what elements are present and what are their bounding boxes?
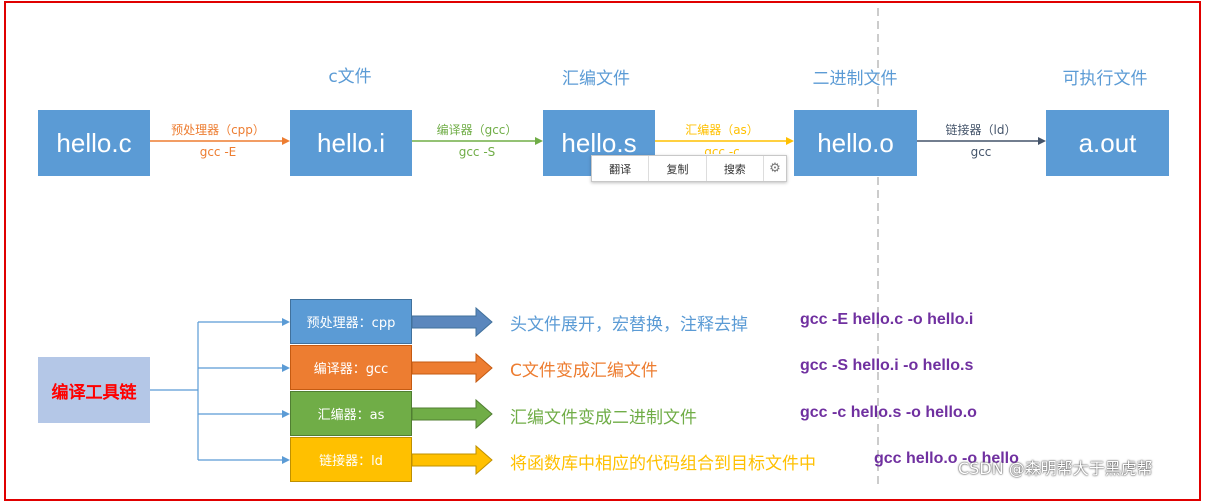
file-box-hello-i: hello.i	[290, 110, 412, 176]
file-box-hello-o: hello.o	[794, 110, 917, 176]
step-tool-ld: 链接器（ld）	[945, 123, 1017, 137]
step-tool-gcc: 编译器（gcc）	[436, 123, 518, 137]
tool-command-gcc: gcc -S hello.i -o hello.s	[800, 357, 974, 374]
tool-box-gcc: 编译器：gcc	[290, 345, 412, 390]
step-tool-as: 汇编器（as）	[685, 123, 759, 137]
copy-button[interactable]: 复制	[649, 156, 707, 181]
search-button[interactable]: 搜索	[707, 156, 764, 181]
watermark: CSDN @森明帮大于黑虎帮	[958, 459, 1153, 478]
file-box-a-out: a.out	[1046, 110, 1169, 176]
tool-command-cpp: gcc -E hello.c -o hello.i	[800, 311, 974, 328]
tool-desc-cpp: 头文件展开，宏替换，注释去掉	[510, 315, 748, 335]
step-cmd-cpp: gcc -E	[199, 145, 237, 159]
tool-desc-as: 汇编文件变成二进制文件	[510, 408, 697, 428]
step-cmd-ld: gcc	[970, 145, 992, 159]
tool-desc-gcc: C文件变成汇编文件	[510, 361, 658, 381]
block-arrow-gcc	[411, 352, 493, 384]
gear-icon[interactable]: ⚙	[769, 161, 781, 176]
file-box-hello-c: hello.c	[38, 110, 150, 176]
tool-box-ld: 链接器：ld	[290, 437, 412, 482]
step-tool-cpp: 预处理器（cpp）	[171, 123, 265, 137]
tool-command-as: gcc -c hello.s -o hello.o	[800, 404, 977, 421]
tool-desc-ld: 将函数库中相应的代码组合到目标文件中	[510, 454, 816, 474]
flow-arrow-3	[655, 137, 794, 145]
bracket-arrowheads	[282, 318, 290, 464]
stage-label-binary-file: 二进制文件	[812, 69, 898, 89]
stage-label-assembly-file: 汇编文件	[562, 69, 630, 89]
flow-arrow-4	[917, 137, 1046, 145]
toolchain-bracket	[150, 321, 284, 461]
toolchain-title: 编译工具链	[38, 357, 150, 423]
stage-label-c-file: c文件	[328, 67, 372, 87]
tool-box-cpp: 预处理器：cpp	[290, 299, 412, 344]
stage-label-executable-file: 可执行文件	[1062, 69, 1148, 89]
selection-popup: 翻译 复制 搜索 ⚙	[591, 155, 787, 182]
flow-arrow-2	[412, 137, 543, 145]
block-arrow-as	[411, 398, 493, 430]
tool-box-as: 汇编器：as	[290, 391, 412, 436]
step-cmd-gcc: gcc -S	[458, 145, 496, 159]
block-arrow-cpp	[411, 306, 493, 338]
block-arrow-ld	[411, 444, 493, 476]
translate-button[interactable]: 翻译	[592, 156, 650, 181]
flow-arrow-1	[150, 137, 290, 145]
step-cmd-as: gcc -c	[704, 145, 740, 154]
connector-layer	[150, 8, 1046, 486]
tool-command-ld: gcc hello.o -o hello	[874, 450, 1019, 467]
